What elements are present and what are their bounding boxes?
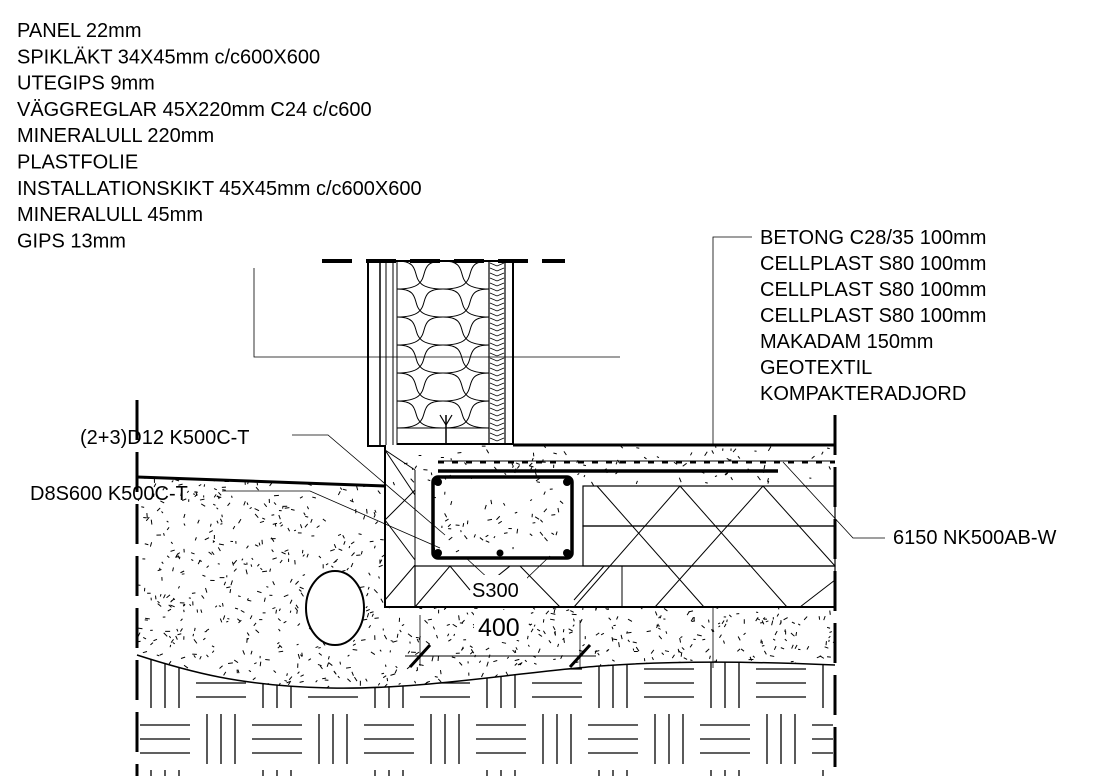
wall-layer-label: GIPS 13mm [17, 230, 126, 252]
slab-footing [384, 443, 836, 608]
wall-layer-label: MINERALULL 45mm [17, 204, 203, 226]
drain-pipe [305, 570, 365, 646]
leaders [222, 434, 885, 581]
wall-layer-label: PANEL 22mm [17, 20, 141, 42]
ground-line [136, 475, 386, 488]
floor-layer-label: CELLPLAST S80 100mm [760, 253, 986, 275]
wall-layer-label: INSTALLATIONSKIKT 45X45mm c/c600X600 [17, 178, 422, 200]
rebar-bars [434, 478, 571, 557]
gypsum-hatch [489, 262, 505, 442]
wall-layer-label: SPIKLÄKT 34X45mm c/c600X600 [17, 46, 320, 68]
wall-section [367, 260, 514, 462]
dimension-400 [405, 615, 596, 669]
wall-layer-label: UTEGIPS 9mm [17, 73, 155, 95]
mesh-label: 6150 NK500AB-W [893, 527, 1057, 549]
wall-layer-label: PLASTFOLIE [17, 152, 138, 174]
floor-layer-label: MAKADAM 150mm [760, 331, 933, 353]
floor-layer-label: CELLPLAST S80 100mm [760, 305, 986, 327]
floor-layer-label: BETONG C28/35 100mm [760, 227, 986, 249]
reference-line [253, 268, 620, 358]
floor-layer-label: KOMPAKTERADJORD [760, 383, 966, 405]
floor-layer-label: CELLPLAST S80 100mm [760, 279, 986, 301]
floor-layer-label: GEOTEXTIL [760, 357, 872, 379]
geotextile-line [136, 654, 836, 689]
wall-layer-label: MINERALULL 220mm [17, 125, 214, 147]
compacted-soil [140, 658, 833, 776]
rebar-main-label: (2+3)D12 K500C-T [80, 427, 250, 449]
rebar-stirrup-label: D8S600 K500C-T [30, 483, 188, 505]
dimension-label: 400 [478, 614, 520, 642]
wall-layer-label: VÄGGREGLAR 45X220mm C24 c/c600 [17, 99, 372, 121]
edge-insulation-label: S300 [472, 580, 519, 602]
mineral-wool-insulation [396, 260, 490, 429]
stirrup [431, 475, 574, 560]
